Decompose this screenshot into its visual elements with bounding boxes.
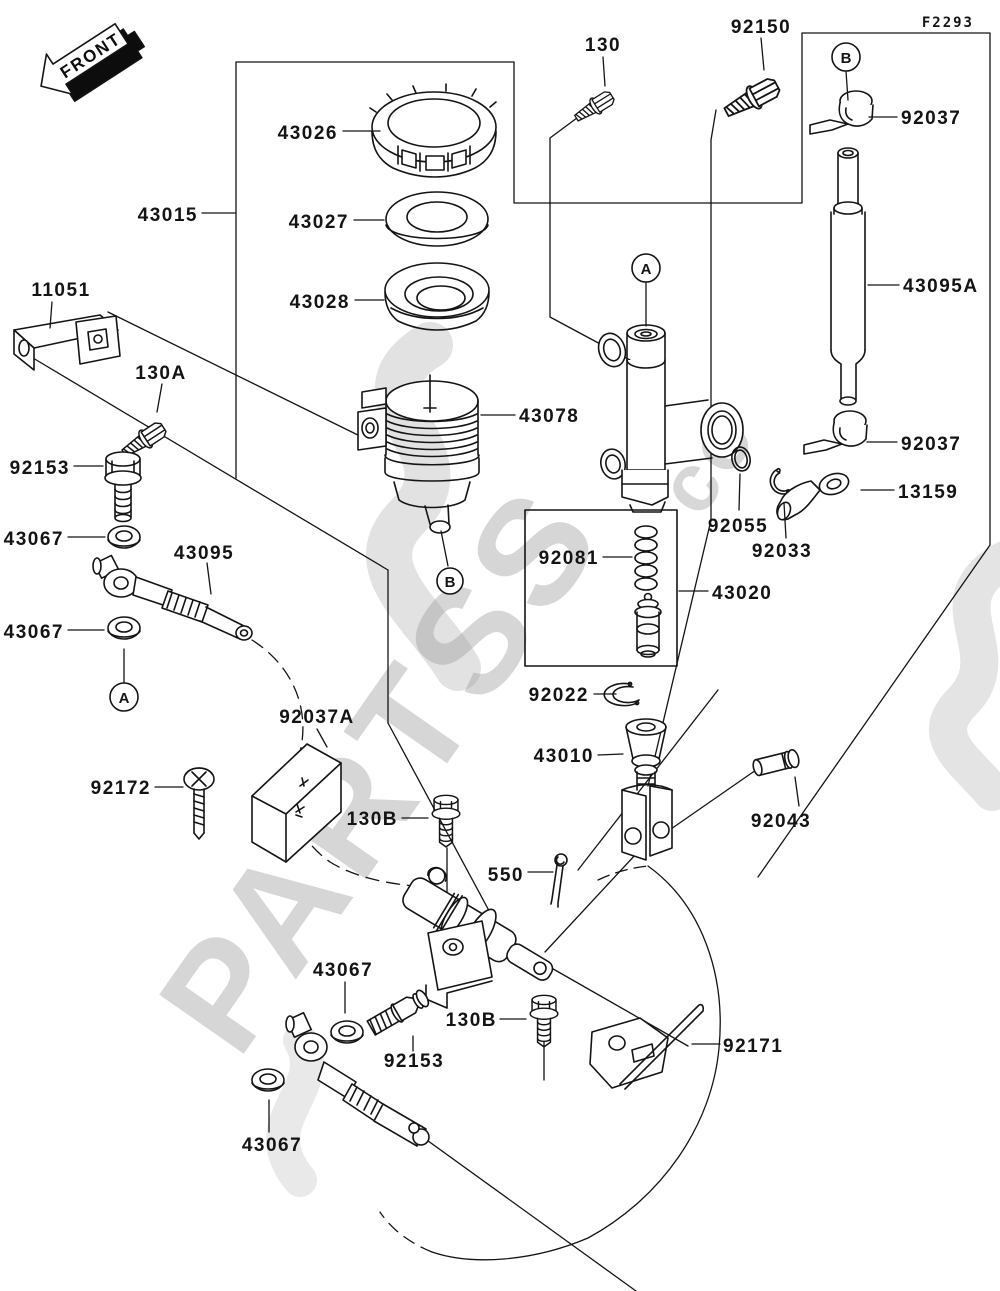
part-label-92150: 92150 <box>731 17 791 38</box>
callout-A-valve: A <box>631 253 661 283</box>
elbow-13159 <box>776 472 850 521</box>
hose-43095 <box>92 554 253 641</box>
reservoir-cap-43026 <box>369 83 497 178</box>
part-label-43027: 43027 <box>289 212 349 233</box>
part-label-92081: 92081 <box>539 548 599 569</box>
bolt-130B-2 <box>529 994 559 1048</box>
part-label-130B-2: 130B <box>446 1010 497 1031</box>
bracket-92171 <box>589 1003 704 1090</box>
part-label-92153-2: 92153 <box>384 1051 444 1072</box>
part-label-550: 550 <box>488 865 524 886</box>
figure-code: F2293 <box>922 15 974 31</box>
part-label-13159: 13159 <box>898 482 958 503</box>
part-label-43015: 43015 <box>138 205 198 226</box>
callout-B-clamp: B <box>831 42 861 72</box>
part-label-43067-4: 43067 <box>242 1135 302 1156</box>
oring-92055 <box>731 446 751 472</box>
pushrod-43010 <box>621 718 673 861</box>
callout-B-reservoir: B <box>436 567 464 595</box>
piston-kit-box-43020 <box>524 509 678 667</box>
screw-92172 <box>183 767 215 840</box>
part-label-92172: 92172 <box>91 778 151 799</box>
spring-92081 <box>634 525 658 591</box>
cap-plate-43027 <box>385 191 489 247</box>
labels-layer: F2293 43026 43015 43027 43028 11051 130A… <box>4 15 979 1156</box>
part-label-11051: 11051 <box>31 280 90 301</box>
part-label-130: 130 <box>585 35 621 56</box>
part-label-43067-3: 43067 <box>313 960 373 981</box>
construction-lines <box>32 32 991 1291</box>
part-label-92037-1: 92037 <box>901 108 961 129</box>
washer-43067-4 <box>251 1068 285 1092</box>
bolt-130 <box>570 87 618 127</box>
pin-92043 <box>752 749 800 777</box>
front-arrow-icon: FRONT <box>40 22 145 103</box>
part-label-92033: 92033 <box>752 541 812 562</box>
master-cylinder-body <box>402 866 554 1009</box>
cotter-pin-550 <box>550 853 568 908</box>
part-label-92171: 92171 <box>723 1036 783 1057</box>
cover-92037A <box>251 743 342 863</box>
bracket-11051 <box>13 314 121 371</box>
washer-43067-3 <box>330 1020 364 1044</box>
part-label-43078: 43078 <box>519 406 579 427</box>
leader-lines <box>49 37 900 1133</box>
callout-A-washer: A <box>109 682 139 712</box>
part-label-130A: 130A <box>135 363 186 384</box>
part-label-92022: 92022 <box>529 685 589 706</box>
valve-body <box>597 324 744 513</box>
clamp-92037-bottom <box>803 410 868 455</box>
banjo-bolt-92153-2 <box>366 989 430 1036</box>
callout-A-washer-letter: A <box>119 690 130 707</box>
part-label-43026: 43026 <box>278 123 338 144</box>
part-label-43010: 43010 <box>534 746 594 767</box>
part-label-92037-2: 92037 <box>901 434 961 455</box>
clamp-92037-top <box>809 90 874 135</box>
part-label-43067-2: 43067 <box>4 622 64 643</box>
piston-43020 <box>634 592 662 658</box>
washer-43067-1 <box>107 525 141 549</box>
part-label-43020: 43020 <box>712 583 772 604</box>
callout-B-clamp-letter: B <box>841 50 852 67</box>
part-label-43095A: 43095A <box>903 276 979 297</box>
callout-B-reservoir-letter: B <box>445 574 456 591</box>
part-label-92055: 92055 <box>708 516 768 537</box>
hose-43095A <box>830 147 866 406</box>
callout-A-valve-letter: A <box>641 261 652 278</box>
part-label-92153-1: 92153 <box>10 458 70 479</box>
bolt-92153-1 <box>104 451 142 523</box>
diaphragm-43028 <box>384 262 490 331</box>
part-label-43067-1: 43067 <box>4 529 64 550</box>
part-label-43028: 43028 <box>290 292 350 313</box>
hose-lower <box>285 1011 430 1147</box>
part-label-92037A: 92037A <box>279 707 355 728</box>
circlip-92022 <box>603 681 640 707</box>
washer-43067-2 <box>107 616 141 640</box>
part-label-43095: 43095 <box>174 543 234 564</box>
reservoir-43078 <box>357 374 480 534</box>
part-label-130B-1: 130B <box>347 809 398 830</box>
bolt-92150 <box>719 73 784 124</box>
part-label-92043: 92043 <box>751 811 811 832</box>
